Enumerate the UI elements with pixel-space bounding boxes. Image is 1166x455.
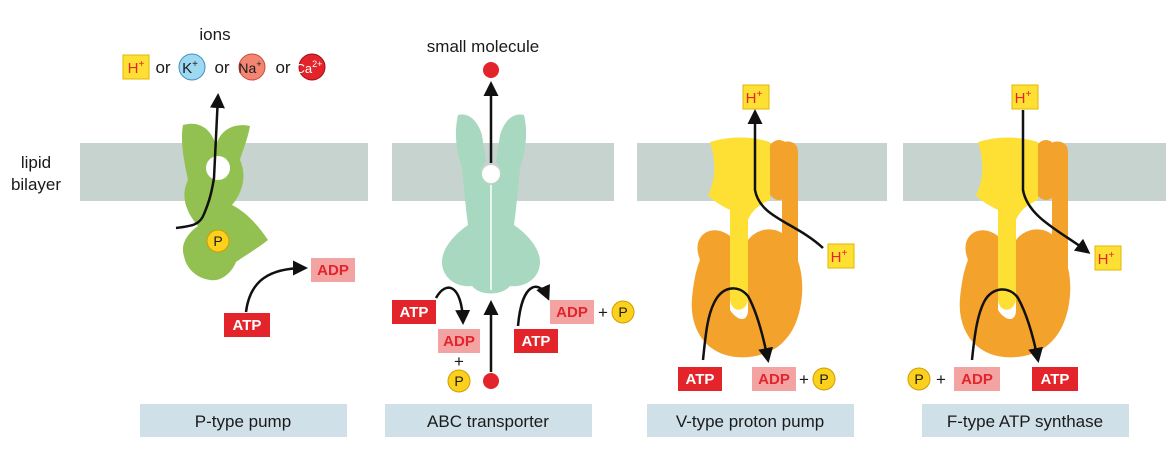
abc-adp-right-label: ADP bbox=[556, 304, 588, 321]
abc-phosphate-right-label: P bbox=[618, 304, 627, 320]
lipid-bilayer-label-line2: bilayer bbox=[11, 175, 61, 194]
p-type-atp-arrow bbox=[244, 260, 308, 313]
ion-ca-symbol: Ca2+ bbox=[296, 59, 323, 76]
f-type-phosphate-label: P bbox=[914, 371, 923, 387]
v-type-h-top-box bbox=[742, 84, 770, 110]
v-type-head bbox=[691, 229, 803, 358]
p-type-adp-label: ADP bbox=[317, 262, 349, 279]
ion-na-symbol: Na+ bbox=[238, 59, 261, 76]
abc-adp-right-box bbox=[550, 300, 594, 324]
abc-plus-left: + bbox=[454, 352, 464, 371]
v-type-adp-box bbox=[752, 367, 796, 391]
v-type-phosphate bbox=[812, 367, 836, 391]
captions: P-type pump ABC transporter V-type proto… bbox=[140, 404, 1129, 437]
f-type-plus: + bbox=[936, 370, 946, 389]
p-type-protein bbox=[181, 123, 268, 281]
abc-phosphate-left-label: P bbox=[454, 373, 463, 389]
caption-abc-box bbox=[385, 404, 592, 437]
f-type-atp-label: ATP bbox=[1041, 371, 1070, 388]
ion-k-circle bbox=[178, 53, 206, 81]
v-type-proton-arrow bbox=[747, 109, 824, 249]
ion-na-circle bbox=[238, 53, 266, 81]
abc-atp-right-box bbox=[514, 329, 558, 353]
abc-plus-right: + bbox=[598, 303, 608, 322]
caption-v-type: V-type proton pump bbox=[676, 412, 824, 431]
abc-atp-left-box bbox=[392, 300, 436, 324]
f-type-h-bottom-box bbox=[1094, 245, 1122, 271]
ions-or-3: or bbox=[275, 58, 290, 77]
abc-transporter: small molecule ATP ADP + P ATP ADP + P bbox=[392, 37, 635, 393]
abc-phosphate-left bbox=[447, 369, 471, 393]
ion-k-symbol: K+ bbox=[182, 59, 198, 77]
f-type-synthase: H+ H+ P + ADP ATP bbox=[907, 84, 1122, 391]
abc-atp-left-label: ATP bbox=[400, 304, 429, 321]
v-type-plus: + bbox=[799, 370, 809, 389]
abc-adp-left-box bbox=[438, 329, 480, 353]
ion-ca-circle bbox=[298, 53, 326, 81]
p-type-pump: P ATP ADP bbox=[175, 93, 355, 337]
v-type-h-bottom-box bbox=[827, 243, 855, 269]
caption-f-type-box bbox=[922, 404, 1129, 437]
p-type-phosphate bbox=[206, 229, 230, 253]
caption-p-type-box bbox=[140, 404, 347, 437]
f-type-phosphate bbox=[907, 367, 931, 391]
abc-atp-right-label: ATP bbox=[522, 333, 551, 350]
small-molecule-top bbox=[483, 62, 499, 78]
v-type-atp-arrow bbox=[701, 287, 774, 363]
v-type-adp-label: ADP bbox=[758, 371, 790, 388]
v-type-atp-label: ATP bbox=[686, 371, 715, 388]
abc-adp-left-label: ADP bbox=[443, 333, 475, 350]
caption-v-type-box bbox=[647, 404, 854, 437]
lipid-bilayer-label-line1: lipid bbox=[21, 153, 51, 172]
caption-p-type: P-type pump bbox=[195, 412, 291, 431]
ions-or-2: or bbox=[214, 58, 229, 77]
p-type-adp-box bbox=[311, 258, 355, 282]
ion-h-symbol: H+ bbox=[128, 59, 145, 77]
v-type-c-ring bbox=[763, 140, 795, 200]
v-type-pump: H+ H+ ATP ADP + P bbox=[678, 84, 855, 391]
ion-h-box bbox=[122, 54, 150, 80]
p-type-binding-site bbox=[206, 156, 230, 180]
v-type-h-bottom-label: H+ bbox=[831, 248, 848, 266]
small-molecule-label: small molecule bbox=[427, 37, 539, 56]
abc-right-hydrolysis-arrow bbox=[516, 283, 550, 327]
abc-phosphate-right bbox=[611, 300, 635, 324]
v-type-phosphate-label: P bbox=[819, 371, 828, 387]
abc-binding-site bbox=[482, 165, 500, 183]
f-type-adp-label: ADP bbox=[961, 371, 993, 388]
abc-left-hydrolysis-arrow bbox=[434, 286, 471, 325]
f-type-adp-box bbox=[954, 367, 1000, 391]
f-type-head bbox=[959, 229, 1071, 358]
caption-abc: ABC transporter bbox=[427, 412, 549, 431]
v-type-atp-box bbox=[678, 367, 722, 391]
f-type-atp-box bbox=[1032, 367, 1078, 391]
caption-f-type: F-type ATP synthase bbox=[947, 412, 1103, 431]
ions-legend: ions H+ or K+ or Na+ or Ca2+ bbox=[122, 25, 326, 81]
v-type-h-top-label: H+ bbox=[746, 89, 763, 107]
ions-label: ions bbox=[199, 25, 230, 44]
ions-or-1: or bbox=[155, 58, 170, 77]
f-type-h-bottom-label: H+ bbox=[1098, 250, 1115, 268]
p-type-ion-arrow bbox=[175, 93, 225, 230]
p-type-atp-label: ATP bbox=[233, 317, 262, 334]
f-type-h-top-label: H+ bbox=[1015, 89, 1032, 107]
f-type-h-top-box bbox=[1011, 84, 1039, 110]
small-molecule-bottom bbox=[483, 373, 499, 389]
f-type-synthesis-arrow bbox=[970, 288, 1044, 363]
f-type-proton-arrow bbox=[1021, 110, 1091, 254]
p-type-phosphate-label: P bbox=[213, 233, 222, 249]
p-type-atp-box bbox=[224, 313, 270, 337]
